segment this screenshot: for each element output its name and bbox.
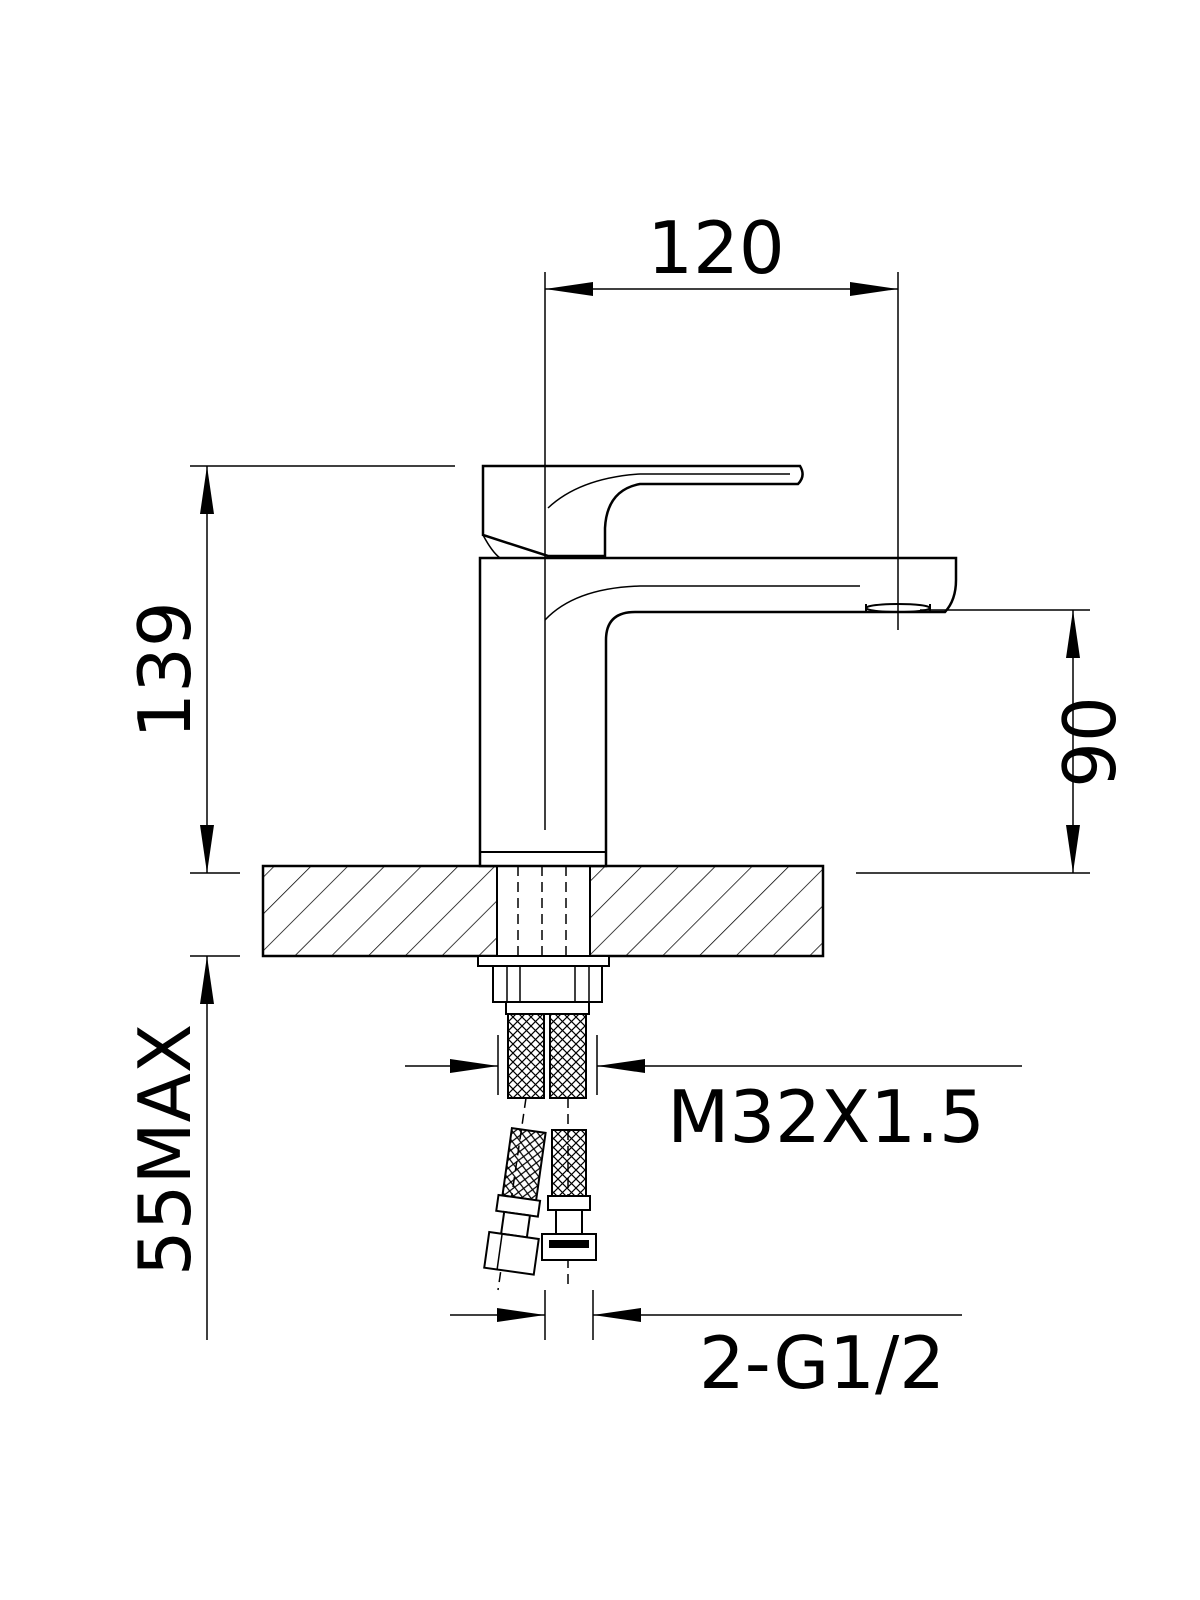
dimension-deck-thickness: 55MAX xyxy=(123,955,240,1340)
mounting-fittings xyxy=(477,955,610,1015)
dimension-hose-connections: 2-G1/2 xyxy=(450,1290,962,1405)
faucet-body xyxy=(478,556,958,868)
hose-connections-label: 2-G1/2 xyxy=(699,1321,945,1405)
supply-hoses xyxy=(483,1013,597,1291)
spout-height-label: 90 xyxy=(1048,696,1132,788)
dimension-total-height: 139 xyxy=(123,465,455,874)
spout-reach-label: 120 xyxy=(647,206,784,290)
dimension-thread-size: M32X1.5 xyxy=(405,1035,1022,1159)
dimension-spout-reach: 120 xyxy=(544,206,899,830)
deck-thickness-label: 55MAX xyxy=(123,1024,207,1276)
lever-handle xyxy=(481,464,804,559)
deck-section xyxy=(261,864,825,958)
dimension-spout-height: 90 xyxy=(856,609,1132,874)
thread-size-label: M32X1.5 xyxy=(667,1075,985,1159)
total-height-label: 139 xyxy=(123,601,207,738)
